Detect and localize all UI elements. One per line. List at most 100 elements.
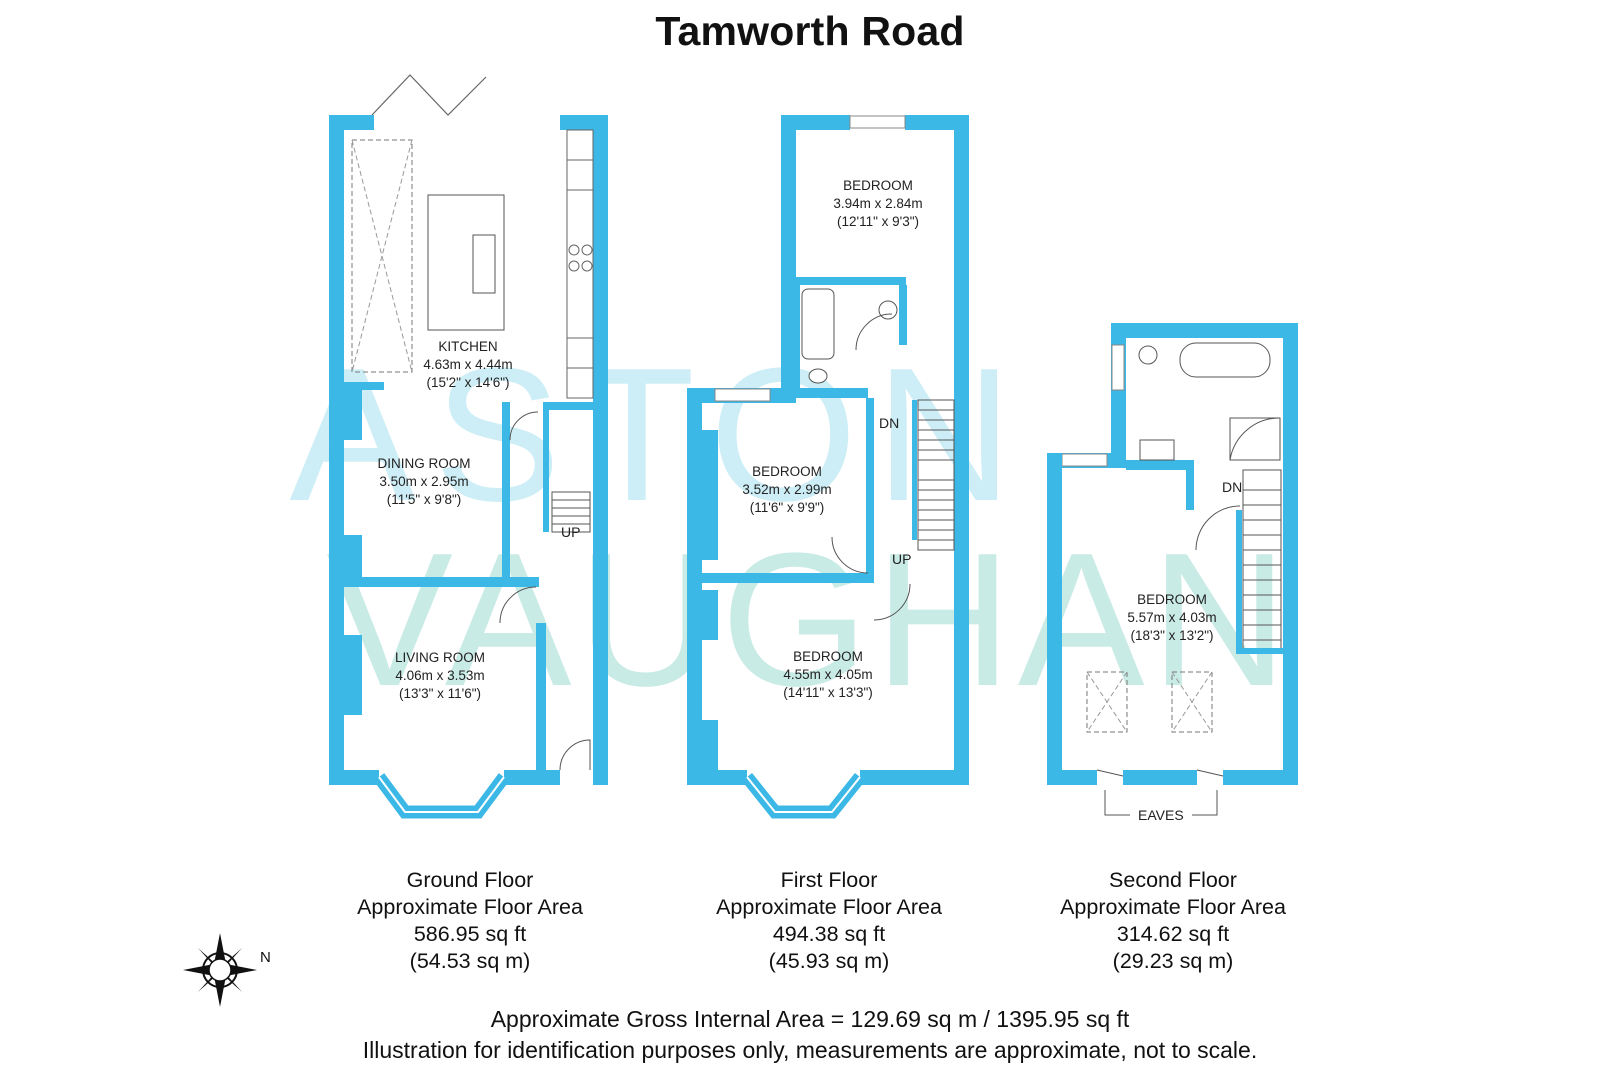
room-size-imperial: (11'5" x 9'8") [387,492,462,507]
staircase [551,491,591,533]
room-size-metric: 4.55m x 4.05m [783,667,872,682]
chimney-breast [344,635,362,715]
room-name: KITCHEN [438,339,497,354]
wall [860,770,969,785]
front-door [559,739,591,771]
bay-window [741,772,866,819]
room-size-imperial: (15'2" x 14'6") [426,375,509,390]
floor-area-second: Second Floor Approximate Floor Area 314.… [1013,867,1333,975]
wall [1223,770,1298,785]
watermark-line2: VAUGHAN [326,514,1294,726]
wall [1111,323,1126,463]
room-size-metric: 5.57m x 4.03m [1127,610,1216,625]
wall [866,398,874,576]
wall [1126,460,1186,470]
floor-area-ground: Ground Floor Approximate Floor Area 586.… [310,867,630,975]
toilet-icon [1138,345,1158,365]
wall [687,770,747,785]
bifold-door [371,74,487,116]
room-name: BEDROOM [843,178,913,193]
wall [1236,648,1283,654]
floor-name: First Floor [780,868,878,892]
room-name: BEDROOM [752,464,822,479]
room-size-imperial: (14'11" x 13'3") [783,685,873,700]
bay-window [373,773,510,819]
room-size-imperial: (18'3" x 13'2") [1130,628,1213,643]
skylight [351,139,413,373]
watermark-line1: ASTON [289,329,1030,541]
window [714,388,771,402]
wall [702,573,874,583]
wall [954,115,969,785]
basin-icon [1139,439,1175,461]
disclaimer: Illustration for identification purposes… [362,1037,1258,1063]
chimney-breast [702,720,718,770]
wall [796,388,868,398]
room-name: DINING ROOM [378,456,471,471]
room-name: LIVING ROOM [395,650,485,665]
window [1061,453,1108,467]
chimney-breast [344,390,362,440]
wall [1283,323,1298,785]
floor-sqm: (54.53 sq m) [409,949,531,973]
wall [687,388,702,785]
wall [593,115,608,785]
stair-label: DN [879,415,899,431]
wall [536,623,546,773]
room-size-metric: 3.50m x 2.95m [379,474,468,489]
wall [329,770,379,785]
wall [1186,460,1194,510]
window [849,115,906,129]
page-title: Tamworth Road [655,8,965,54]
wall [502,402,510,582]
wall [912,400,917,540]
eaves-marker [1104,790,1218,816]
stair-label: UP [561,524,580,540]
wall [781,115,796,388]
first-floor-plan: BEDROOM 3.94m x 2.84m (12'11" x 9'3") BE… [687,115,969,819]
room-name: BEDROOM [793,649,863,664]
room-size-metric: 3.94m x 2.84m [833,196,922,211]
wall [1047,453,1062,785]
wall [1236,510,1242,650]
room-size-metric: 3.52m x 2.99m [742,482,831,497]
chimney-breast [702,590,718,640]
room-size-imperial: (12'11" x 9'3") [837,214,919,229]
wall [344,577,539,587]
compass-label: N [260,949,271,966]
floor-name: Second Floor [1109,868,1237,892]
wall [1111,323,1298,338]
wall [899,285,907,345]
gross-internal-area: Approximate Gross Internal Area = 129.69… [490,1006,1130,1032]
wall [781,115,850,130]
bath-icon [1179,342,1271,378]
stair-label: DN [1222,479,1242,495]
window [1111,344,1125,391]
staircase [917,399,955,551]
wall [344,382,384,390]
wall [504,770,544,785]
room-size-imperial: (13'3" x 11'6") [399,686,481,701]
floor-caption: Approximate Floor Area [716,895,942,919]
wall [796,277,906,285]
watermark: ASTON VAUGHAN [289,329,1294,726]
room-size-metric: 4.63m x 4.44m [423,357,512,372]
floor-sqm: (45.93 sq m) [768,949,890,973]
kitchen-units [566,129,594,399]
floor-sqft: 494.38 sq ft [772,922,886,946]
wall [329,115,374,130]
footer: Approximate Gross Internal Area = 129.69… [0,1004,1620,1066]
wall [544,770,560,785]
second-floor-plan: EAVES BEDROOM 5.57m x 4.03m (18'3" x 13'… [1047,323,1298,823]
wall [1047,770,1097,785]
floor-sqft: 314.62 sq ft [1116,922,1230,946]
stair-label: UP [892,551,911,567]
floor-area-first: First Floor Approximate Floor Area 494.3… [669,867,989,975]
floor-name: Ground Floor [406,868,534,892]
room-size-metric: 4.06m x 3.53m [395,668,484,683]
skylight [1171,671,1213,733]
ground-floor-plan: KITCHEN 4.63m x 4.44m (15'2" x 14'6") DI… [329,74,608,819]
wall [329,115,344,785]
basin-icon [878,300,898,320]
